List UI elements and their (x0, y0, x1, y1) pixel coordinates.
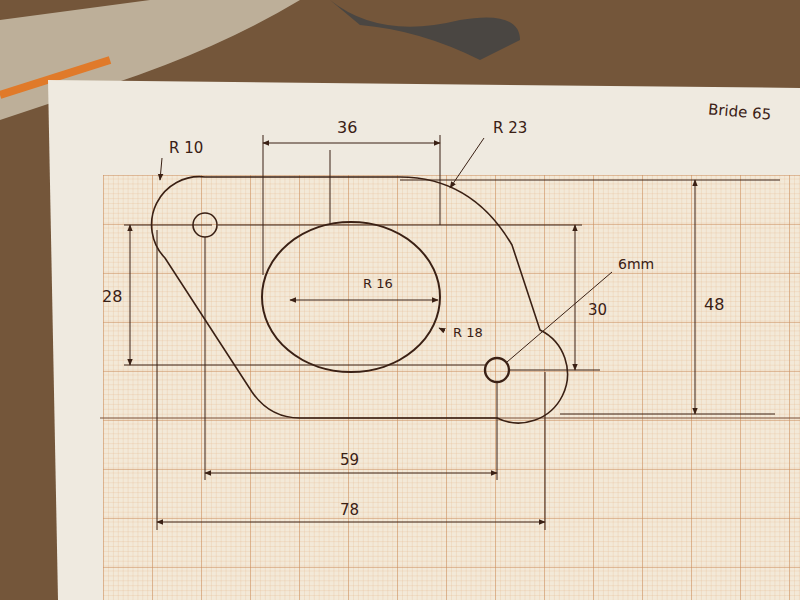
dimension-label: R 18 (451, 326, 485, 340)
dimension-label: R 10 (167, 140, 205, 157)
dimension-label: 28 (100, 288, 124, 306)
dimension-label: R 16 (361, 277, 395, 291)
dimension-label: 36 (335, 119, 359, 137)
dimension-label: 59 (338, 452, 361, 469)
dimension-label: 48 (702, 296, 726, 314)
dimension-label: R 23 (491, 120, 529, 137)
dimension-label: 78 (338, 502, 361, 519)
dimension-label: 6mm (616, 257, 656, 272)
dimension-label: 30 (586, 302, 609, 319)
